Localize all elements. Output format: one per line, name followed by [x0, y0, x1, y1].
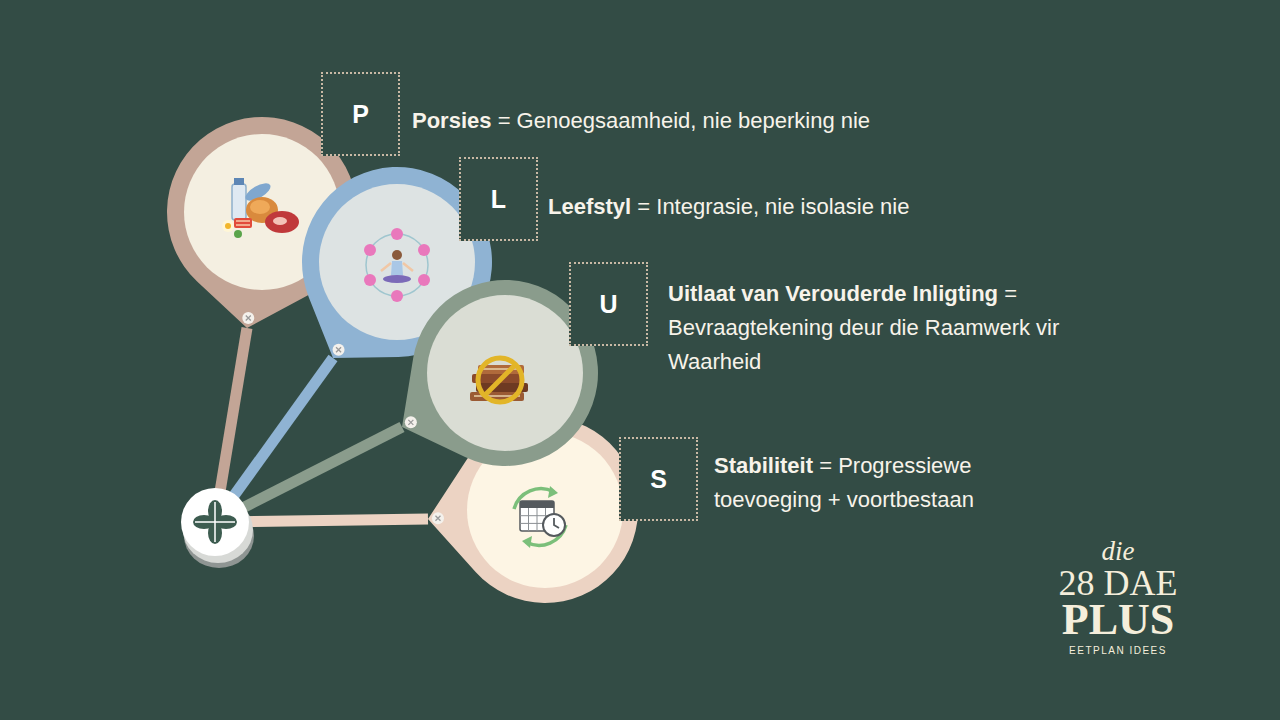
calendar-icon-part	[522, 536, 532, 548]
books-icon-part	[478, 358, 522, 402]
logo-word: die	[1028, 538, 1208, 565]
yoga-icon-part-part	[391, 228, 403, 240]
description: Uitlaat van Verouderde Inligting= Bevraa…	[668, 277, 1098, 379]
letter-box: UUitlaat van Verouderde Inligting= Bevra…	[569, 262, 648, 346]
yoga-icon-part-part	[418, 274, 430, 286]
calendar-icon-part-part	[537, 508, 538, 531]
principle-name: Porsies	[412, 108, 492, 133]
letter: U	[599, 292, 617, 317]
food-icon-part	[225, 223, 231, 229]
letter-box: SStabiliteit= Progressiewe toevoeging + …	[619, 437, 698, 521]
books-icon-part	[485, 365, 515, 395]
logo-word: PLUS	[1028, 598, 1208, 642]
letter: P	[352, 102, 369, 127]
yoga-icon-part	[381, 263, 413, 271]
food-icon-part	[236, 220, 250, 222]
yoga-icon-part	[383, 275, 411, 283]
hub-part	[195, 502, 235, 542]
yoga-icon-part	[366, 234, 428, 296]
letter: S	[650, 467, 667, 492]
pin-dot	[242, 312, 254, 324]
principle-name: Uitlaat van Verouderde Inligting	[668, 281, 998, 306]
yoga-icon-part	[392, 250, 402, 260]
principle-name: Stabiliteit	[714, 453, 813, 478]
principle-name: Leefstyl	[548, 194, 631, 219]
yoga-icon-part	[364, 228, 430, 302]
pin-dot	[432, 512, 444, 524]
hub-part	[181, 488, 249, 556]
food-icon-part	[232, 184, 246, 220]
food-icon	[222, 178, 299, 238]
yoga-icon-part-part	[364, 244, 376, 256]
yoga-icon-part-part	[418, 244, 430, 256]
calendar-icon-part	[543, 514, 565, 536]
logo-subtitle: EETPLAN IDEES	[1028, 646, 1208, 656]
yoga-icon-part	[391, 261, 403, 275]
food-icon-part	[222, 220, 234, 232]
principle-meaning: = Genoegsaamheid, nie beperking nie	[498, 108, 870, 133]
yoga-icon	[364, 228, 430, 302]
logo-number: 28 DAE	[1028, 565, 1208, 601]
calendar-icon-part-part	[528, 508, 529, 531]
pin-inner	[427, 295, 583, 451]
pin-dot	[405, 416, 417, 428]
description: Leefstyl= Integrasie, nie isolasie nie	[548, 190, 1248, 224]
food-icon-part	[273, 217, 287, 225]
pins	[167, 117, 638, 603]
yoga-icon-part-part	[364, 274, 376, 286]
food-icon-part	[250, 200, 270, 214]
food-icon-part	[236, 224, 250, 226]
pin-x	[336, 347, 341, 352]
letter-box: PPorsies= Genoegsaamheid, nie beperking …	[321, 72, 400, 156]
food-icon-part	[234, 178, 244, 185]
pin-x	[246, 316, 251, 321]
letter: L	[491, 187, 506, 212]
calendar-icon-part	[520, 501, 554, 508]
principle-meaning: = Integrasie, nie isolasie nie	[637, 194, 909, 219]
calendar-icon-part	[514, 489, 554, 509]
pin-dot	[333, 344, 345, 356]
description: Stabiliteit= Progressiewe toevoeging + v…	[714, 449, 1054, 517]
hub	[181, 488, 254, 568]
food-icon-part	[265, 211, 299, 233]
calendar-icon-part	[548, 486, 558, 498]
pin-x	[435, 516, 440, 521]
food-icon-part	[234, 218, 252, 228]
letter-box: LLeefstyl= Integrasie, nie isolasie nie	[459, 157, 538, 241]
hub-part	[193, 500, 237, 544]
calendar-icon	[514, 486, 566, 548]
description: Porsies= Genoegsaamheid, nie beperking n…	[412, 104, 1192, 138]
books-icon	[470, 358, 528, 402]
calendar-icon-part	[554, 518, 559, 528]
food-icon-part	[234, 230, 242, 238]
pin-x	[408, 420, 413, 425]
yoga-icon-part-part	[391, 290, 403, 302]
